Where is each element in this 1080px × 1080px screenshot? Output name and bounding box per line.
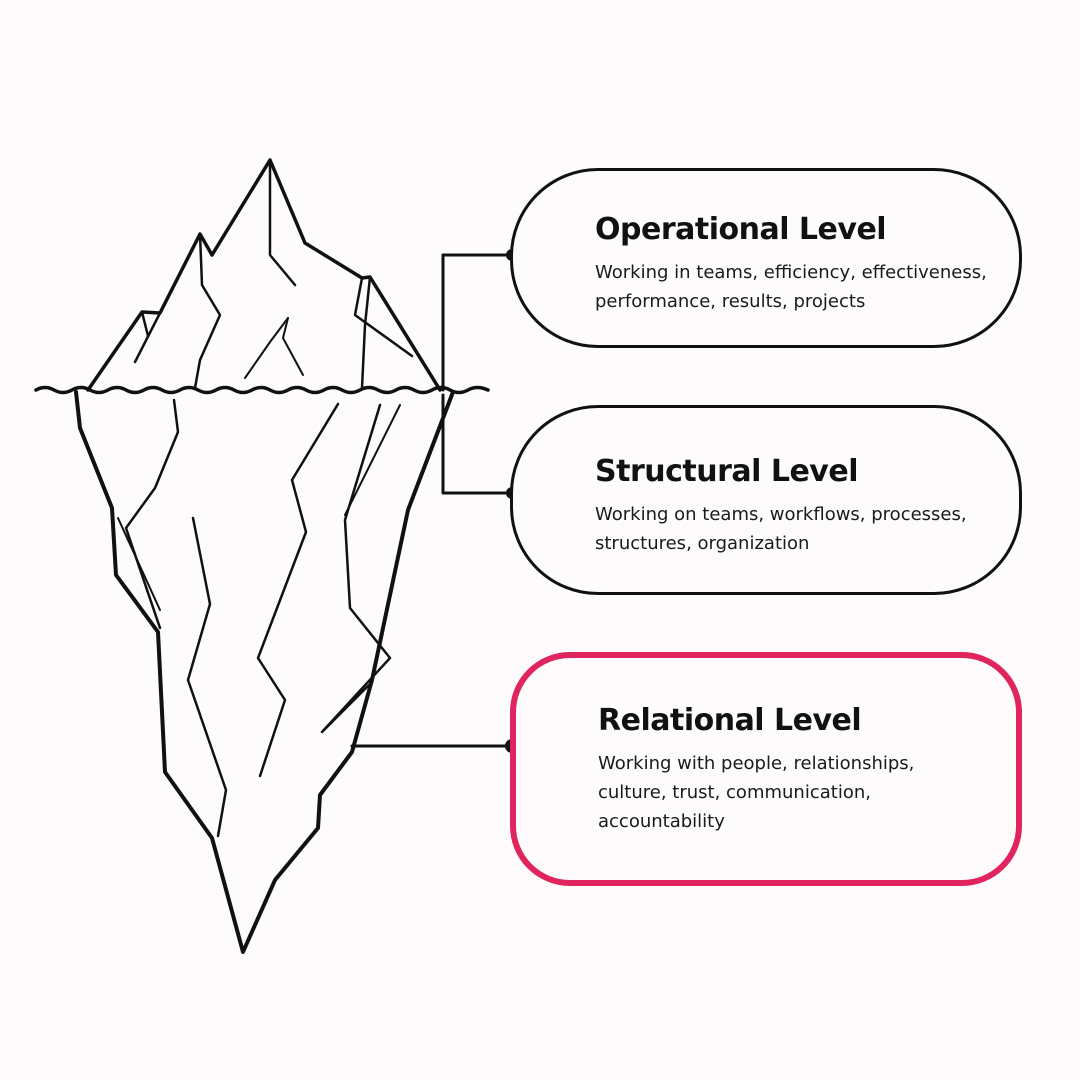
waterline: [34, 385, 490, 395]
relational-level-description: Working with people, relationships, cult…: [598, 749, 992, 836]
description-line: Working with people, relationships,: [598, 753, 915, 774]
description-line: accountability: [598, 811, 725, 832]
description-line: Working in teams, efficiency, effectiven…: [595, 262, 987, 283]
relational-level-title: Relational Level: [598, 703, 862, 738]
iceberg-body: [74, 390, 455, 954]
operational-level-title: Operational Level: [595, 212, 887, 247]
description-line: culture, trust, communication,: [598, 782, 871, 803]
structural-level-title: Structural Level: [595, 454, 859, 489]
connector-lines: [350, 253, 514, 748]
description-line: structures, organization: [595, 533, 810, 554]
structural-level-card: Structural Level Working on teams, workf…: [510, 405, 1022, 595]
operational-level-card: Operational Level Working in teams, effi…: [510, 168, 1022, 348]
operational-level-description: Working in teams, efficiency, effectiven…: [595, 258, 995, 316]
description-line: Working on teams, workflows, processes,: [595, 504, 967, 525]
iceberg-tip: [86, 158, 442, 392]
structural-level-description: Working on teams, workflows, processes, …: [595, 500, 995, 558]
relational-level-card: Relational Level Working with people, re…: [510, 652, 1022, 886]
description-line: performance, results, projects: [595, 291, 866, 312]
